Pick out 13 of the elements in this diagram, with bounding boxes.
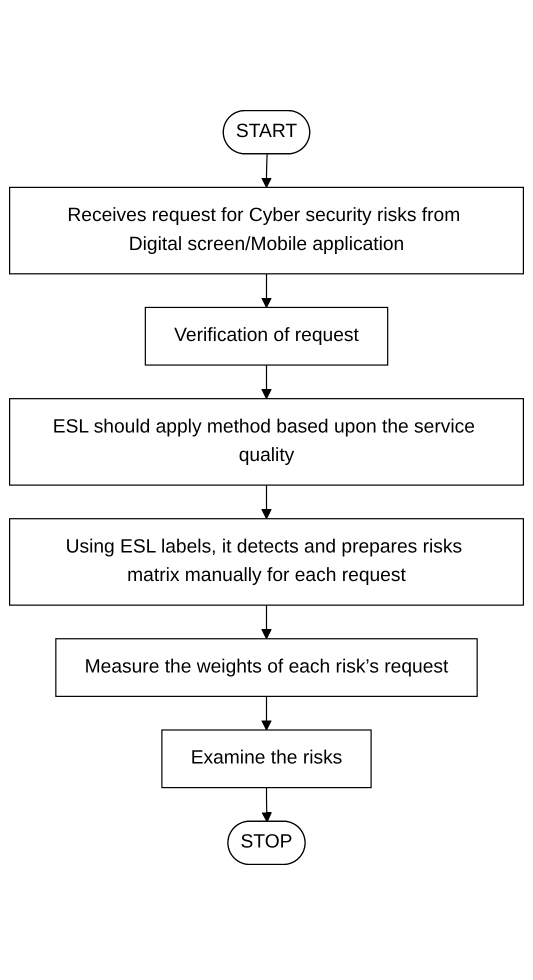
arrow xyxy=(261,154,272,188)
arrow xyxy=(261,605,272,640)
arrow xyxy=(262,788,272,822)
node-box: Receives request for Cyber security risks from Digital screen/Mobile application xyxy=(9,186,524,274)
arrow xyxy=(261,365,272,400)
node-box: Examine the risks xyxy=(161,729,372,788)
arrow xyxy=(261,696,272,730)
node-box: ESL should apply method based upon the service quality xyxy=(9,398,524,486)
arrow xyxy=(261,485,272,520)
node-box: Verification of request xyxy=(144,306,388,366)
arrow xyxy=(261,274,272,308)
node-box: Measure the weights of each risk’s request xyxy=(55,638,478,697)
node-box: Using ESL labels, it detects and prepares risks matrix manually for each request xyxy=(9,518,524,606)
